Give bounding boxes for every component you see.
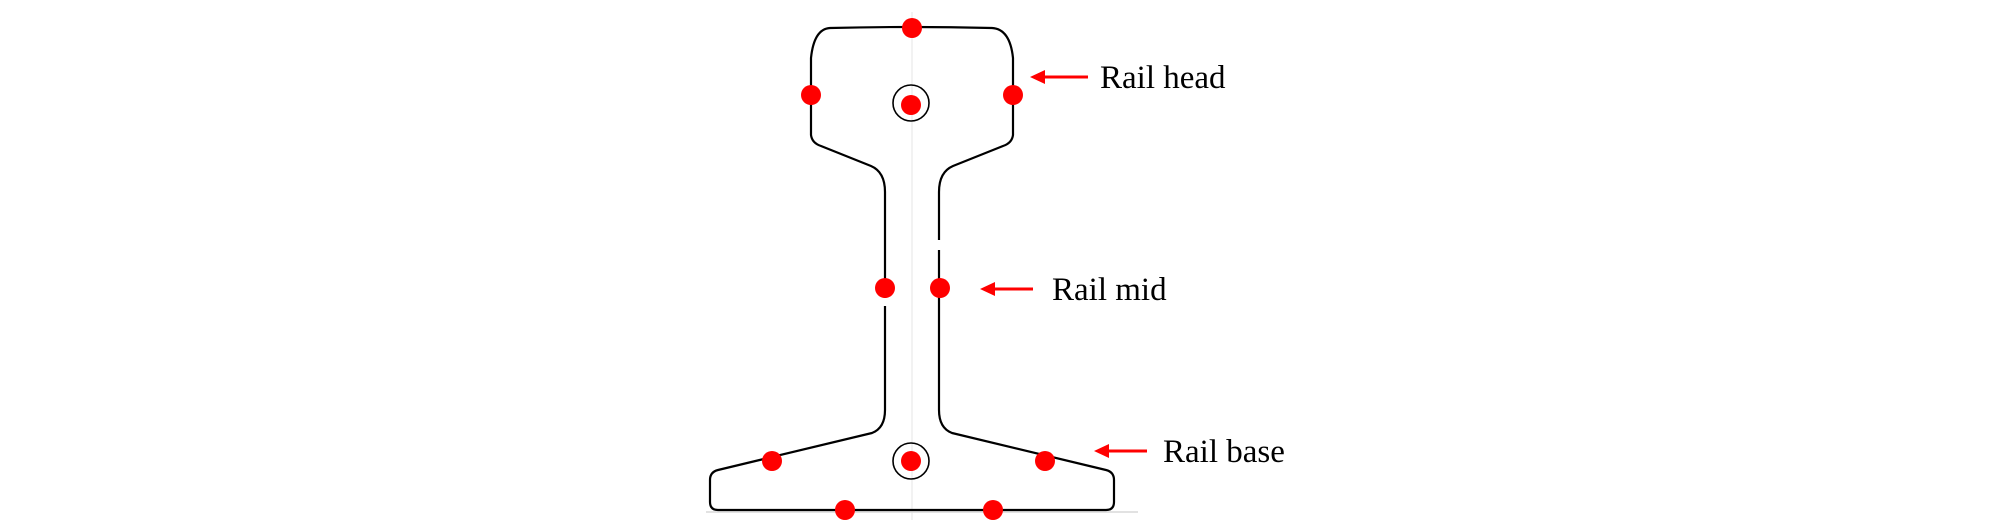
label-rail-head: Rail head (1100, 60, 1226, 96)
label-rail-mid: Rail mid (1052, 272, 1167, 308)
marker-head-left (801, 85, 821, 105)
base-center-ring (892, 442, 930, 480)
marker-head-center (901, 95, 921, 115)
marker-base-bottom-left (835, 500, 855, 520)
marker-base-left (762, 451, 782, 471)
marker-base-bottom-right (983, 500, 1003, 520)
arrow-rail-head (1030, 70, 1088, 84)
arrow-rail-mid (980, 282, 1033, 296)
rail-profile-outline (708, 25, 1116, 512)
web-break-left (882, 298, 888, 306)
marker-head-top (902, 18, 922, 38)
marker-mid-left (875, 278, 895, 298)
marker-base-center (901, 451, 921, 471)
arrow-rail-base (1094, 444, 1147, 458)
web-break-right (936, 240, 942, 250)
head-center-ring (892, 84, 930, 122)
marker-mid-right (930, 278, 950, 298)
label-rail-base: Rail base (1163, 434, 1285, 470)
marker-base-right (1035, 451, 1055, 471)
marker-head-right (1003, 85, 1023, 105)
